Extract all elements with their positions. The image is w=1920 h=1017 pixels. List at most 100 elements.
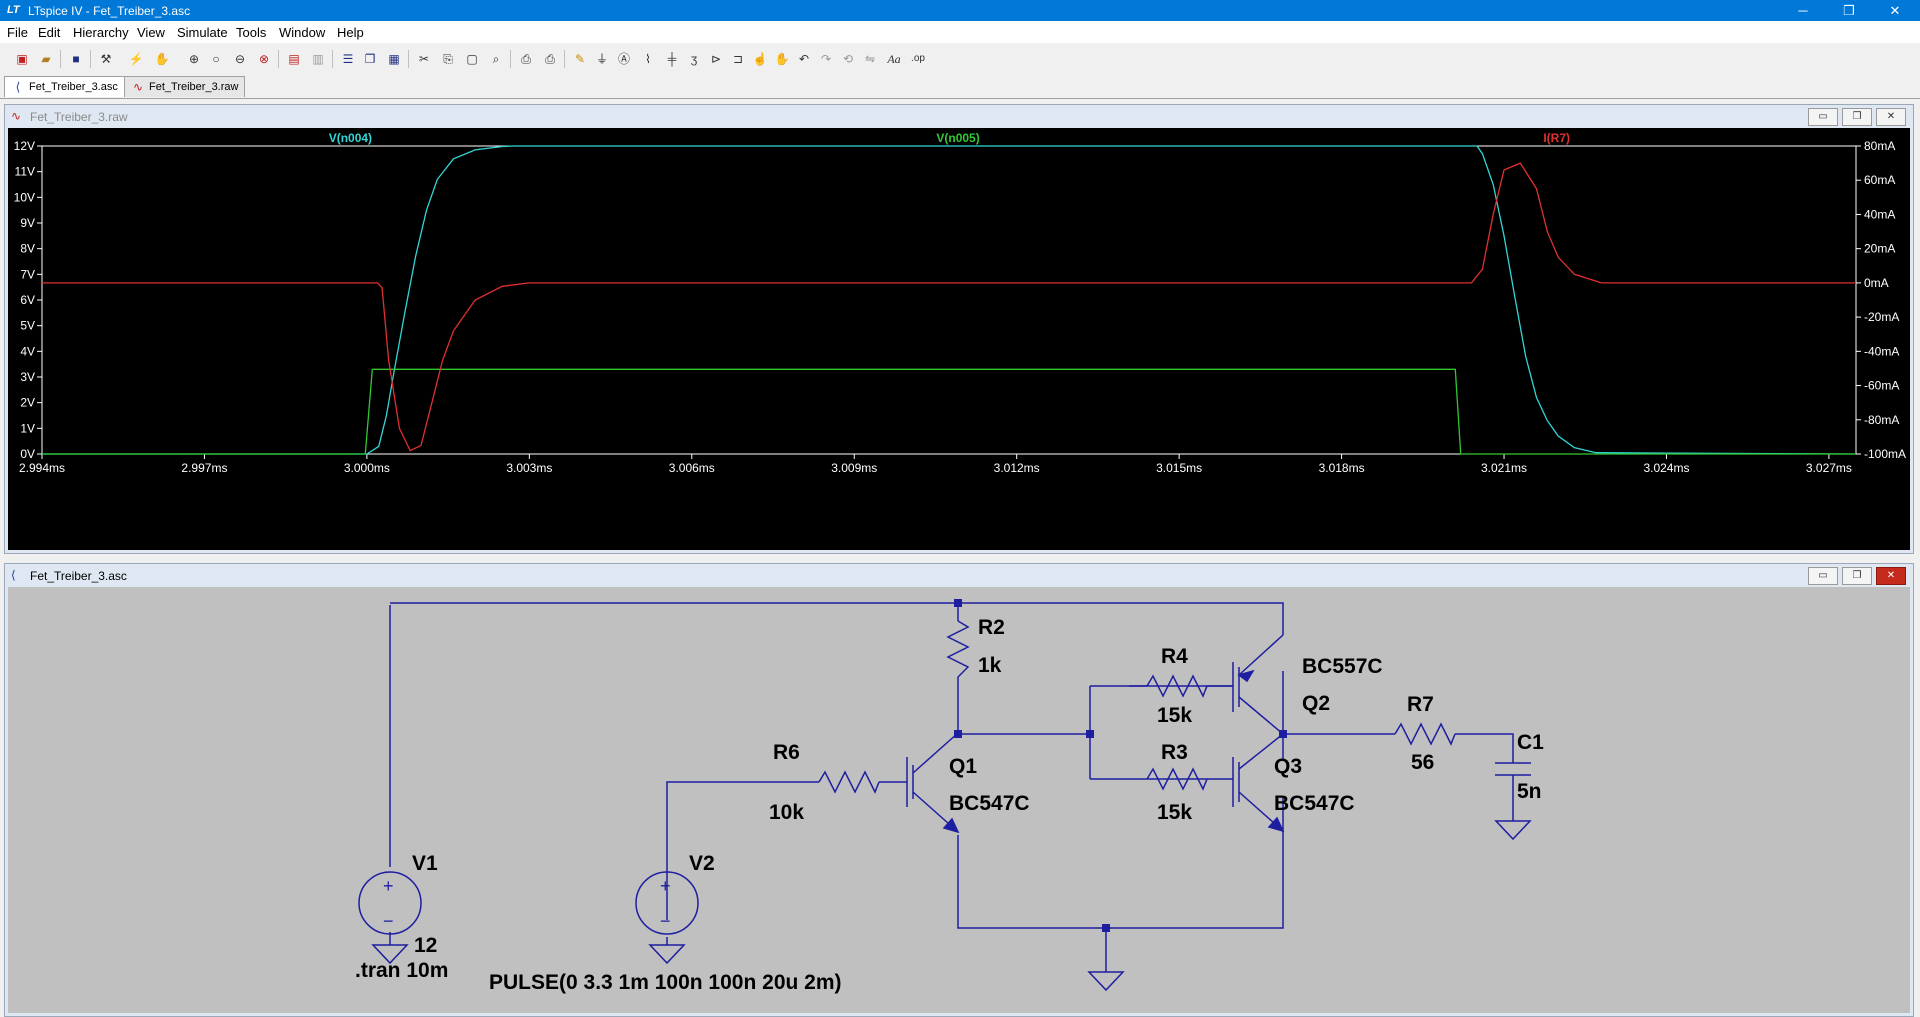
waveform-erase-icon[interactable]: ▥ xyxy=(312,52,324,66)
run-icon[interactable]: ⚡ xyxy=(128,52,144,66)
ground-icon[interactable]: ⏚ xyxy=(595,52,608,66)
pulse-value[interactable]: PULSE(0 3.3 1m 100n 100n 20u 2m) xyxy=(489,971,842,994)
y-left-tick-label: 11V xyxy=(15,165,35,179)
close-button[interactable]: ✕ xyxy=(1889,3,1901,18)
redo-icon[interactable]: ↷ xyxy=(820,52,832,66)
cascade-icon[interactable]: ❐ xyxy=(364,52,376,66)
open-icon[interactable]: ▰ xyxy=(41,52,51,66)
toolbar-separator xyxy=(408,50,409,68)
q2-model: BC557C xyxy=(1302,655,1383,678)
x-tick-label: 3.027ms xyxy=(1806,461,1852,475)
zoom-pan-icon[interactable]: ○ xyxy=(212,52,220,66)
legend-vn005: V(n005) xyxy=(936,131,979,145)
minimize-button[interactable]: ▭ xyxy=(1808,108,1838,126)
waveform-window-titlebar[interactable]: ∿ Fet_Treiber_3.raw ▭ ❐ ✕ xyxy=(5,105,1913,128)
capacitor-icon[interactable]: ╪ xyxy=(667,52,677,66)
close-button[interactable]: ✕ xyxy=(1876,108,1906,126)
menu-simulate[interactable]: Simulate xyxy=(177,25,228,40)
transistor-q2[interactable] xyxy=(1232,634,1284,735)
maximize-button[interactable]: ❐ xyxy=(1843,3,1855,18)
r7-value: 56 xyxy=(1411,751,1434,774)
window-title: LTspice IV - Fet_Treiber_3.asc xyxy=(28,4,191,18)
menu-help[interactable]: Help xyxy=(337,25,364,40)
v1-value: 12 xyxy=(414,934,437,957)
paste-icon[interactable]: ▢ xyxy=(466,52,478,66)
menu-tools[interactable]: Tools xyxy=(236,25,267,40)
tab-schematic[interactable]: ⟨ Fet_Treiber_3.asc xyxy=(4,76,125,97)
halt-icon[interactable]: ✋ xyxy=(154,52,170,66)
schematic-window-titlebar[interactable]: ⟨ Fet_Treiber_3.asc ▭ ❐ ✕ xyxy=(5,564,1913,587)
menu-window[interactable]: Window xyxy=(279,25,326,40)
menu-edit[interactable]: Edit xyxy=(38,25,61,40)
inductor-icon[interactable]: ʒ xyxy=(690,52,698,66)
q1-name: Q1 xyxy=(949,755,977,778)
zoom-in-icon[interactable]: ⊕ xyxy=(188,52,200,66)
resistor-r2[interactable] xyxy=(946,620,970,678)
resistor-r6[interactable] xyxy=(818,770,880,794)
resistor-icon[interactable]: ⌇ xyxy=(645,52,651,66)
move-icon[interactable]: ☝ xyxy=(752,52,768,66)
diode-icon[interactable]: ⊳ xyxy=(710,52,722,66)
minimize-button[interactable]: ▭ xyxy=(1808,567,1838,585)
ground-symbol xyxy=(371,944,409,965)
mirror-icon[interactable]: ⇋ xyxy=(864,52,876,66)
wire-icon[interactable]: ✎ xyxy=(574,52,586,66)
y-right-tick-label: -80mA xyxy=(1864,413,1899,427)
menu-hierarchy[interactable]: Hierarchy xyxy=(73,25,129,40)
resistor-r4[interactable] xyxy=(1146,674,1208,698)
component-icon[interactable]: ⊐ xyxy=(732,52,744,66)
control-panel-icon[interactable]: ⚒ xyxy=(100,52,112,66)
voltage-source-v2[interactable]: + − xyxy=(635,871,699,935)
schematic-svg[interactable]: + − + − R2 1k R4 15k xyxy=(8,587,1910,1013)
label-net-icon[interactable]: Ⓐ xyxy=(617,52,630,66)
zoom-fit-icon[interactable]: ⊗ xyxy=(258,52,270,66)
trace-vn005 xyxy=(42,368,1856,455)
wires[interactable] xyxy=(389,602,1514,972)
restore-button[interactable]: ❐ xyxy=(1842,567,1872,585)
plus-sign: + xyxy=(383,876,394,896)
drag-icon[interactable]: ✋ xyxy=(774,52,790,66)
q1-model: BC547C xyxy=(949,792,1030,815)
y-left-tick-label: 0V xyxy=(20,447,35,461)
tran-directive[interactable]: .tran 10m xyxy=(355,959,448,982)
find-icon[interactable]: ⌕ xyxy=(492,52,500,66)
minimize-button[interactable]: ─ xyxy=(1798,3,1808,18)
tile-horizontal-icon[interactable]: ☰ xyxy=(342,52,354,66)
waveform-autorange-icon[interactable]: ▤ xyxy=(288,52,300,66)
voltage-source-v1[interactable]: + − xyxy=(358,871,422,935)
toolbar-separator xyxy=(90,50,91,68)
toolbar: ▣ ▰ ■ ⚒ ⚡ ✋ ⊕ ○ ⊖ ⊗ ▤ ▥ ☰ ❐ ▦ ✂ ⎘ ▢ ⌕ ⎙ … xyxy=(0,43,1920,75)
y-right-tick-label: -100mA xyxy=(1864,447,1906,461)
save-icon[interactable]: ■ xyxy=(72,52,80,66)
undo-icon[interactable]: ↶ xyxy=(798,52,810,66)
restore-button[interactable]: ❐ xyxy=(1842,108,1872,126)
transistor-q3[interactable] xyxy=(1232,733,1285,833)
q2-name: Q2 xyxy=(1302,692,1330,715)
plus-sign: + xyxy=(660,876,671,896)
tab-waveform[interactable]: ∿ Fet_Treiber_3.raw xyxy=(124,76,246,97)
capacitor-c1[interactable] xyxy=(1495,762,1531,776)
new-schematic-icon[interactable]: ▣ xyxy=(16,52,28,66)
ground-symbol xyxy=(1087,971,1125,992)
zoom-out-icon[interactable]: ⊖ xyxy=(234,52,246,66)
close-button[interactable]: ✕ xyxy=(1876,567,1906,585)
rotate-icon[interactable]: ⟲ xyxy=(842,52,854,66)
menu-file[interactable]: File xyxy=(7,25,28,40)
transistor-q1[interactable] xyxy=(906,732,960,834)
cut-icon[interactable]: ✂ xyxy=(418,52,430,66)
resistor-r3[interactable] xyxy=(1146,767,1208,791)
print-icon[interactable]: ⎙ xyxy=(545,52,555,66)
print-setup-icon[interactable]: ⎙ xyxy=(521,52,531,66)
schematic-canvas[interactable]: + − + − R2 1k R4 15k xyxy=(8,587,1910,1013)
text-icon[interactable]: Aa xyxy=(887,52,901,66)
copy-icon[interactable]: ⎘ xyxy=(443,52,453,66)
x-tick-label: 3.009ms xyxy=(831,461,877,475)
y-right-tick-label: 60mA xyxy=(1864,173,1895,187)
toolbar-separator xyxy=(332,50,333,68)
menu-view[interactable]: View xyxy=(137,25,165,40)
resistor-r7[interactable] xyxy=(1394,722,1456,746)
tile-vertical-icon[interactable]: ▦ xyxy=(388,52,400,66)
spice-directive-icon[interactable]: .op xyxy=(911,53,925,64)
